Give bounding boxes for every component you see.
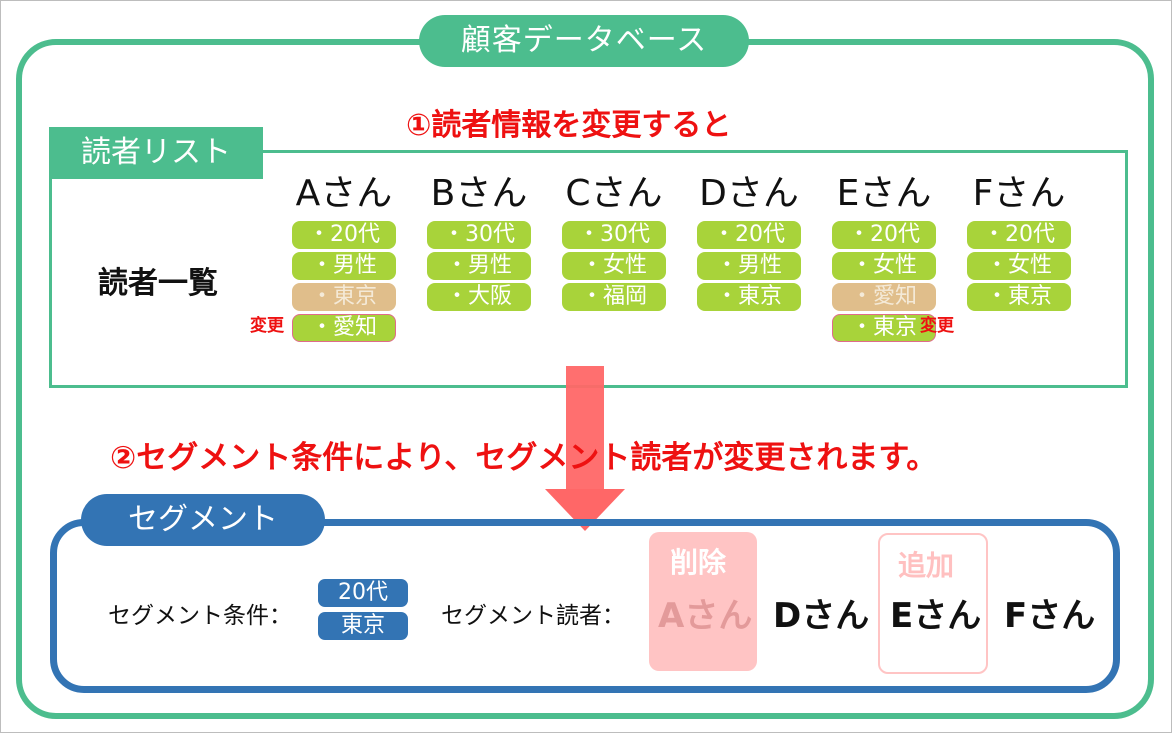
tag-gender: ・男性 xyxy=(427,252,531,280)
deleted-reader-box xyxy=(649,532,757,671)
reader-card-c: Cさん ・30代 ・女性 ・福岡 xyxy=(562,170,666,311)
reader-name: Bさん xyxy=(430,173,528,214)
down-arrow-icon xyxy=(545,489,625,531)
tag-region: ・東京 xyxy=(967,283,1071,311)
segment-readers-label: セグメント読者： xyxy=(441,603,625,629)
segment-reader: Dさん xyxy=(773,596,870,636)
reader-name: Eさん xyxy=(836,173,932,214)
tag-gender: ・男性 xyxy=(292,252,396,280)
segment-reader-deleted: Aさん xyxy=(658,596,753,636)
change-label-a: 変更 xyxy=(250,316,284,336)
tag-region: ・大阪 xyxy=(427,283,531,311)
tag-region: ・福岡 xyxy=(562,283,666,311)
tag-gender: ・女性 xyxy=(832,252,936,280)
tag-region-new: ・東京 xyxy=(832,314,936,342)
added-reader-box xyxy=(878,533,988,674)
step-2-caption: ②セグメント条件により、セグメント読者が変更されます。 xyxy=(110,440,938,476)
segment-reader: Fさん xyxy=(1004,596,1096,636)
tag-region-old: ・愛知 xyxy=(832,283,936,311)
reader-list-label: 読者一覧 xyxy=(98,266,218,301)
tag-age: ・20代 xyxy=(697,221,801,249)
tag-age: ・20代 xyxy=(832,221,936,249)
tag-gender: ・男性 xyxy=(697,252,801,280)
added-caption: 追加 xyxy=(898,549,955,582)
reader-name: Aさん xyxy=(295,173,393,214)
tag-age: ・30代 xyxy=(562,221,666,249)
reader-card-e: Eさん ・20代 ・女性 ・愛知 ・東京 xyxy=(832,170,936,342)
change-label-e: 変更 xyxy=(920,316,954,336)
customer-database-title: 顧客データベース xyxy=(419,15,749,67)
tag-region-old: ・東京 xyxy=(292,283,396,311)
deleted-caption: 削除 xyxy=(670,546,727,579)
step-1-caption: ①読者情報を変更すると xyxy=(406,108,732,143)
reader-name: Dさん xyxy=(699,173,799,214)
reader-list-tab: 読者リスト xyxy=(49,127,263,179)
segment-title: セグメント xyxy=(81,494,325,546)
tag-gender: ・女性 xyxy=(562,252,666,280)
tag-region: ・東京 xyxy=(697,283,801,311)
reader-name: Cさん xyxy=(565,173,663,214)
segment-condition-region: 東京 xyxy=(318,612,408,640)
tag-age: ・30代 xyxy=(427,221,531,249)
segment-condition-label: セグメント条件： xyxy=(108,603,292,629)
segment-reader-added: Eさん xyxy=(890,596,982,636)
tag-age: ・20代 xyxy=(292,221,396,249)
reader-card-a: Aさん ・20代 ・男性 ・東京 ・愛知 xyxy=(292,170,396,342)
reader-card-d: Dさん ・20代 ・男性 ・東京 xyxy=(697,170,801,311)
tag-gender: ・女性 xyxy=(967,252,1071,280)
reader-name: Fさん xyxy=(972,173,1066,214)
reader-card-b: Bさん ・30代 ・男性 ・大阪 xyxy=(427,170,531,311)
tag-region-new: ・愛知 xyxy=(292,314,396,342)
flow-arrow-shaft xyxy=(566,366,604,490)
reader-card-f: Fさん ・20代 ・女性 ・東京 xyxy=(967,170,1071,311)
segment-container xyxy=(50,519,1120,693)
segment-condition-age: 20代 xyxy=(318,579,408,607)
tag-age: ・20代 xyxy=(967,221,1071,249)
